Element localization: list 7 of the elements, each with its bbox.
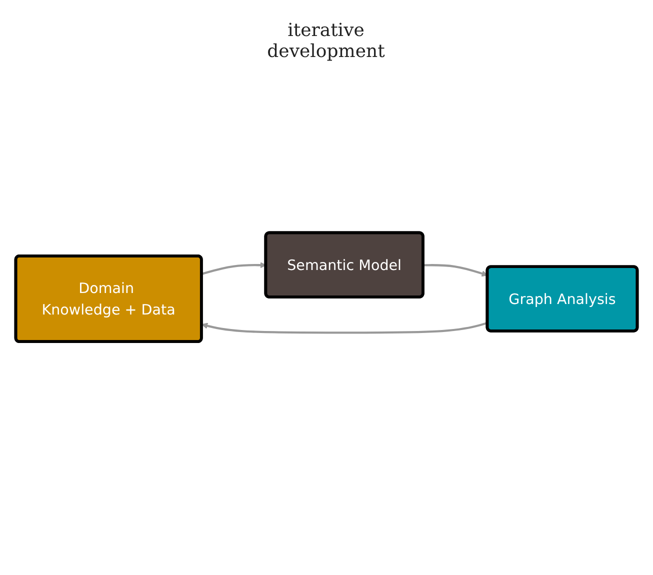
note-text: iterative development [266, 20, 386, 62]
process-box: Domain Knowledge + Data [14, 254, 203, 344]
arrow [201, 322, 488, 334]
process-box: Semantic Model [264, 232, 424, 299]
arrow [201, 262, 266, 276]
arrow [423, 264, 488, 277]
process-box: Graph Analysis [486, 266, 639, 333]
